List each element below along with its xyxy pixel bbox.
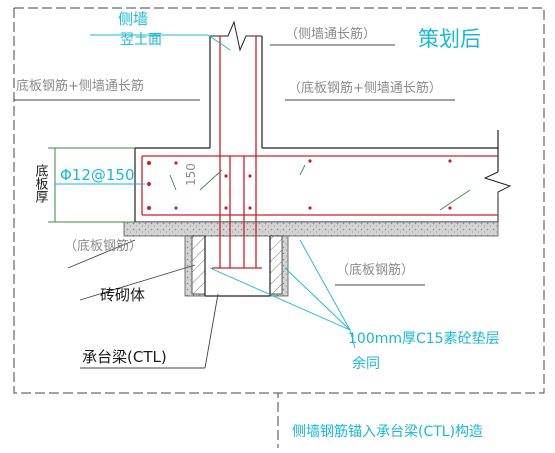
label-brick-mold: 砖砌体 bbox=[100, 286, 145, 304]
side-wall bbox=[209, 20, 263, 148]
label-soil-face: 翌土面 bbox=[120, 32, 162, 48]
label-base-side-right: （底板钢筋+侧墙通长筋） bbox=[288, 80, 442, 96]
label-wall-through: （侧墙通长筋） bbox=[285, 26, 376, 42]
label-same: 余同 bbox=[352, 355, 380, 372]
guide-lines bbox=[169, 164, 471, 211]
label-base-rebar-left: （底板钢筋） bbox=[64, 238, 142, 254]
label-dim-150: 150 bbox=[184, 163, 198, 186]
label-side-wall: 侧墙 bbox=[118, 10, 148, 28]
label-base-side-left: 底板钢筋+侧墙通长筋 bbox=[16, 78, 144, 94]
rebar-dots bbox=[147, 159, 452, 210]
label-slab-thickness: 底板厚 bbox=[33, 163, 49, 203]
label-cushion: 100mm厚C15素砼垫层 bbox=[348, 331, 500, 347]
rebars bbox=[141, 36, 498, 269]
label-caption: 侧墙钢筋锚入承台梁(CTL)构造 bbox=[292, 423, 483, 440]
leader-lines bbox=[14, 44, 455, 369]
label-pile-cap: 承台梁(CTL) bbox=[82, 348, 167, 366]
label-base-rebar-right: （底板钢筋） bbox=[336, 262, 414, 278]
label-rebar-spec: Φ12@150 bbox=[60, 166, 135, 184]
drawing-frame bbox=[13, 7, 545, 448]
cyan-leaders bbox=[55, 34, 356, 349]
brick-molds bbox=[191, 235, 283, 295]
label-after-plan: 策划后 bbox=[418, 27, 481, 51]
slab-dimension bbox=[48, 147, 135, 223]
pile-cap-beam bbox=[204, 236, 271, 297]
